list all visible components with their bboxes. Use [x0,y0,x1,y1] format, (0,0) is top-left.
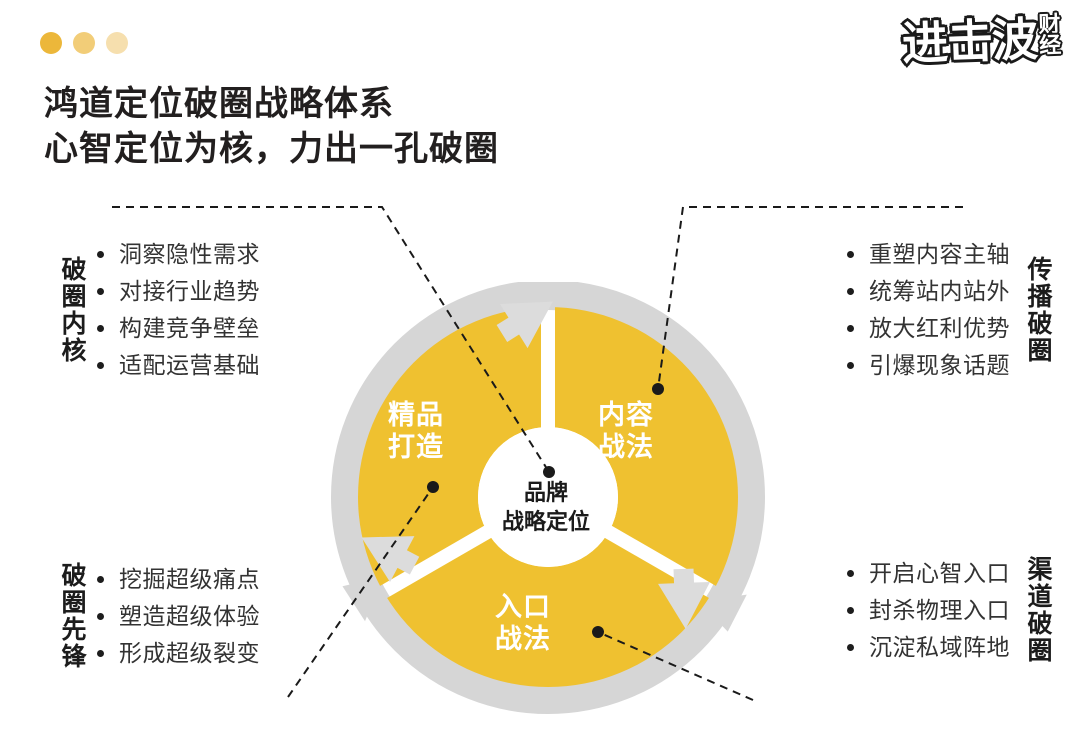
list-item: 构建竞争壁垒 [97,317,260,340]
list-item: 适配运营基础 [97,354,260,377]
group-bottom-right: 开启心智入口 封杀物理入口 沉淀私域阵地 渠道破圈 [847,556,1052,664]
group-bottom-left-bullets: 挖掘超级痛点 塑造超级体验 形成超级裂变 [97,565,260,666]
bullet-icon [847,569,854,577]
bullet-icon [847,325,854,332]
group-top-right: 重塑内容主轴 统筹站内站外 放大红利优势 引爆现象话题 传播破圈 [847,243,1052,377]
gold-dot-2-icon [73,32,95,54]
title-line-1: 鸿道定位破圈战略体系 [44,85,394,123]
bullet-icon [847,643,854,651]
list-item: 洞察隐性需求 [97,243,260,266]
logo-sub-text: 财 经 [1038,12,1062,60]
bullet-text: 塑造超级体验 [119,602,260,629]
group-top-right-bullets: 重塑内容主轴 统筹站内站外 放大红利优势 引爆现象话题 [847,243,1010,377]
bullet-icon [847,606,854,614]
brand-logo: 进击波 财 经 [899,10,1062,74]
bullet-text: 构建竞争壁垒 [119,315,260,341]
center-label: 品牌 战略定位 [476,479,616,536]
list-item: 重塑内容主轴 [847,243,1010,266]
bullet-icon [847,288,854,295]
bullet-text: 洞察隐性需求 [119,241,260,267]
arrow-tip-right-icon [658,568,710,629]
bullet-text: 挖掘超级痛点 [119,565,260,592]
bullet-icon [847,251,854,258]
list-item: 封杀物理入口 [847,596,1010,623]
bullet-icon [97,649,104,657]
group-bottom-right-label: 渠道破圈 [1024,556,1052,664]
bullet-icon [847,362,854,369]
list-item: 对接行业趋势 [97,280,260,303]
page-title: 鸿道定位破圈战略体系 心智定位为核，力出一孔破圈 [44,82,499,172]
list-item: 放大红利优势 [847,317,1010,340]
bullet-icon [97,575,104,583]
bullet-text: 统筹站内站外 [869,278,1010,304]
title-line-2: 心智定位为核，力出一孔破圈 [44,129,499,168]
segment-bottom-line-1: 入口 [495,592,551,622]
group-top-left-label: 破圈内核 [58,256,86,364]
segment-label-right: 内容 战法 [598,400,654,464]
logo-main-text: 进击波 [899,10,1041,74]
group-bottom-left: 破圈先锋 挖掘超级痛点 塑造超级体验 形成超级裂变 [58,562,260,670]
logo-sub-line-2: 经 [1038,33,1062,60]
bullet-text: 封杀物理入口 [869,596,1010,623]
group-bottom-left-label: 破圈先锋 [58,562,86,670]
center-line-1: 品牌 [523,480,568,505]
list-item: 挖掘超级痛点 [97,565,260,592]
segment-right-line-2: 战法 [598,431,654,462]
gold-dot-3-icon [106,32,128,54]
bullet-text: 形成超级裂变 [119,639,260,666]
bullet-icon [97,288,104,295]
group-top-left-bullets: 洞察隐性需求 对接行业趋势 构建竞争壁垒 适配运营基础 [97,243,260,377]
bullet-text: 对接行业趋势 [119,278,260,304]
decorative-dots [40,32,128,54]
strategy-cycle-diagram: 精品 打造 内容 战法 入口 战法 品牌 战略定位 [330,282,770,714]
list-item: 开启心智入口 [847,559,1010,586]
group-top-left: 破圈内核 洞察隐性需求 对接行业趋势 构建竞争壁垒 适配运营基础 [58,243,260,377]
segment-left-line-1: 精品 [388,400,444,430]
bullet-text: 引爆现象话题 [869,352,1010,378]
bullet-text: 沉淀私域阵地 [869,633,1010,660]
bullet-icon [97,325,104,332]
segment-bottom-line-2: 战法 [495,623,551,654]
group-bottom-right-bullets: 开启心智入口 封杀物理入口 沉淀私域阵地 [847,559,1010,660]
list-item: 统筹站内站外 [847,280,1010,303]
bullet-text: 适配运营基础 [119,352,260,378]
segment-left-line-2: 打造 [388,431,444,462]
bullet-text: 开启心智入口 [869,559,1010,586]
segment-right-line-1: 内容 [598,400,654,430]
list-item: 形成超级裂变 [97,639,260,666]
gold-dot-1-icon [40,32,62,54]
bullet-text: 放大红利优势 [869,315,1010,341]
center-line-2: 战略定位 [501,508,590,534]
segment-label-left: 精品 打造 [388,400,444,464]
list-item: 沉淀私域阵地 [847,633,1010,660]
clockwise-arrow-bottom-right-icon [699,571,747,632]
bullet-icon [97,362,104,369]
segment-label-bottom: 入口 战法 [495,592,551,656]
list-item: 引爆现象话题 [847,354,1010,377]
group-top-right-label: 传播破圈 [1024,256,1052,364]
list-item: 塑造超级体验 [97,602,260,629]
bullet-icon [97,612,104,620]
bullet-text: 重塑内容主轴 [869,241,1010,267]
bullet-icon [97,251,104,258]
